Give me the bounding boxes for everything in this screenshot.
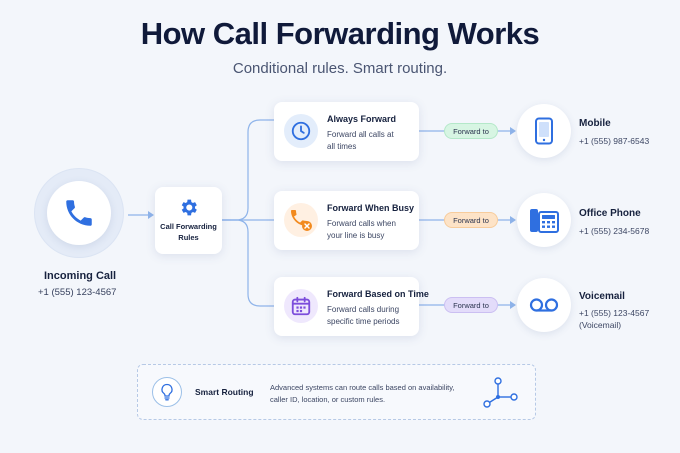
calendar-icon-badge bbox=[284, 289, 318, 323]
phone-busy-icon-badge bbox=[284, 203, 318, 237]
rule-title: Always Forward bbox=[327, 114, 397, 124]
arrowhead-icon bbox=[510, 127, 516, 135]
incoming-call-label: Incoming Call bbox=[44, 270, 117, 282]
incoming-call-number: +1 (555) 123-4567 bbox=[38, 287, 117, 298]
rule-title: Forward When Busy bbox=[327, 203, 415, 213]
lightbulb-icon bbox=[161, 383, 173, 401]
page-subtitle: Conditional rules. Smart routing. bbox=[232, 60, 448, 77]
destination-name: Voicemail bbox=[579, 291, 625, 302]
clock-icon-badge bbox=[284, 114, 318, 148]
call-forwarding-rules-node[interactable]: Call Forwarding Rules bbox=[155, 187, 222, 254]
mobile-phone-icon bbox=[535, 117, 553, 145]
forward-to-pill: Forward to bbox=[444, 123, 498, 139]
forward-to-pill: Forward to bbox=[444, 297, 498, 313]
smart-routing-panel: Smart Routing Advanced systems can route… bbox=[137, 364, 536, 420]
destination-name: Mobile bbox=[579, 118, 611, 129]
smart-routing-description: Advanced systems can route calls based o… bbox=[270, 383, 455, 404]
rule-description: Forward calls when your line is busy bbox=[327, 219, 396, 240]
destination-mobile-node[interactable] bbox=[517, 104, 571, 158]
phone-icon bbox=[66, 200, 92, 226]
destination-office-phone-node[interactable] bbox=[517, 193, 571, 247]
destination-number: +1 (555) 987-6543 bbox=[579, 136, 650, 146]
page-title: How Call Forwarding Works bbox=[140, 16, 540, 51]
destination-name: Office Phone bbox=[579, 208, 641, 219]
arrowhead-icon bbox=[510, 216, 516, 224]
gear-icon bbox=[181, 199, 197, 216]
clock-icon bbox=[291, 121, 311, 141]
smart-routing-title: Smart Routing bbox=[195, 387, 254, 397]
destination-number: +1 (555) 234-5678 bbox=[579, 226, 650, 236]
forward-to-pill: Forward to bbox=[444, 212, 498, 228]
call-forwarding-rules-label: Call Forwarding Rules bbox=[160, 222, 217, 242]
phone-busy-icon bbox=[291, 210, 312, 231]
desk-phone-icon bbox=[530, 209, 559, 233]
connector-rules-to-always bbox=[222, 119, 274, 221]
rule-description: Forward calls during specific time perio… bbox=[327, 305, 400, 326]
voicemail-icon bbox=[529, 298, 559, 312]
rule-title: Forward Based on Time bbox=[327, 289, 429, 299]
incoming-call-node[interactable] bbox=[47, 181, 111, 245]
network-nodes-icon bbox=[483, 377, 518, 408]
destination-number: +1 (555) 123-4567 (Voicemail) bbox=[579, 308, 650, 330]
connector-rules-to-time bbox=[222, 219, 274, 307]
calendar-icon bbox=[291, 296, 311, 316]
arrowhead-icon bbox=[510, 301, 516, 309]
lightbulb-icon-badge bbox=[152, 377, 182, 407]
rule-description: Forward all calls at all times bbox=[327, 130, 394, 151]
destination-voicemail-node[interactable] bbox=[517, 278, 571, 332]
arrowhead-icon bbox=[148, 211, 154, 219]
rule-card-forward-based-on-time[interactable]: Forward Based on Time Forward calls duri… bbox=[274, 277, 429, 336]
rule-card-always-forward[interactable]: Always Forward Forward all calls at all … bbox=[274, 102, 419, 161]
rule-card-forward-when-busy[interactable]: Forward When Busy Forward calls when you… bbox=[274, 191, 419, 250]
